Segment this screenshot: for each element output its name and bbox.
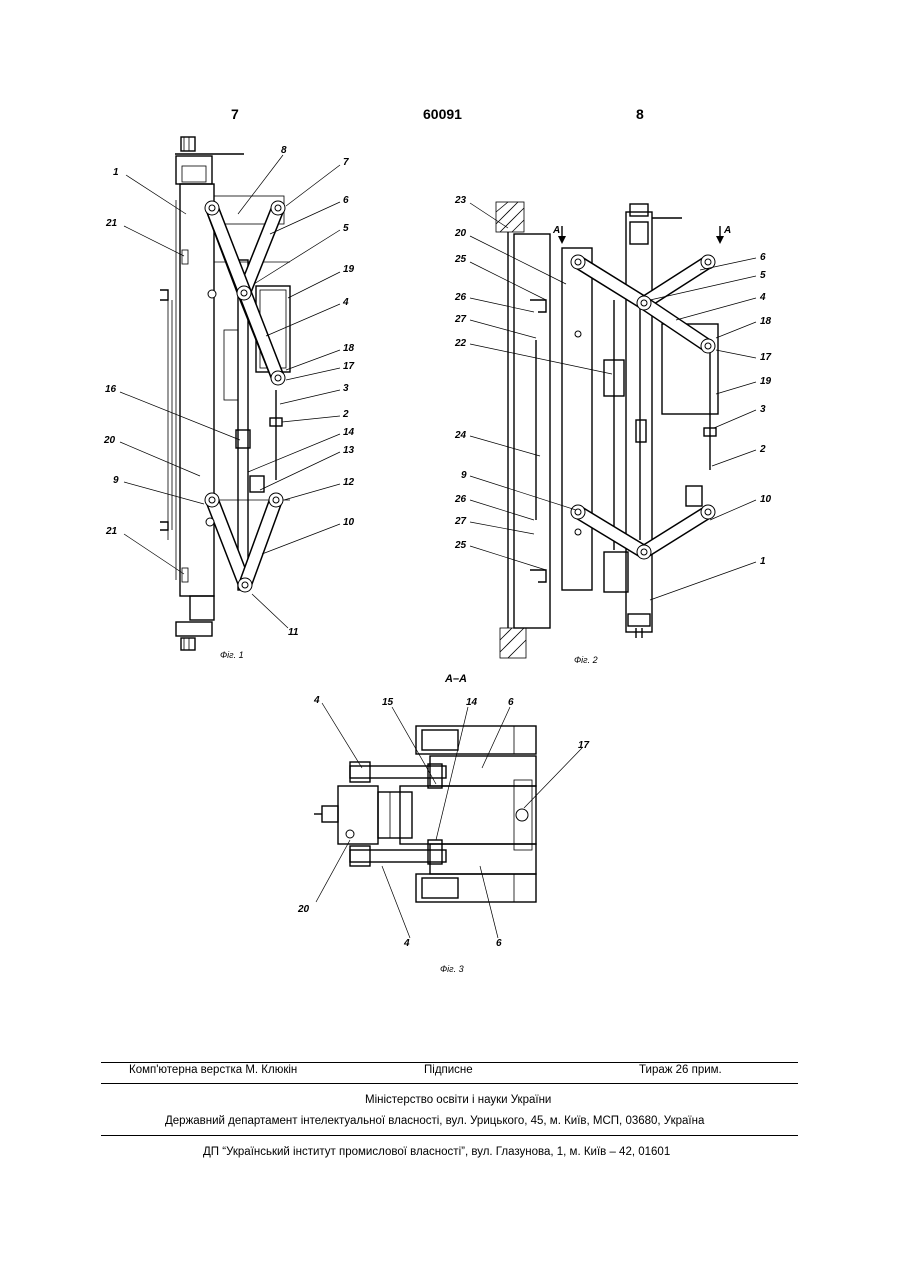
fig1-label: 2 [342, 409, 349, 420]
fig2-label: 19 [760, 376, 772, 387]
fig3-label: 15 [382, 697, 394, 708]
fig3-label: 6 [496, 938, 502, 949]
fig2-label: 6 [760, 252, 766, 263]
fig3-section-title: А–А [444, 673, 467, 685]
fig2-label: 1 [760, 556, 766, 567]
fig2-label: 27 [454, 314, 467, 325]
fig2-label: 4 [759, 292, 766, 303]
fig2-label: 10 [760, 494, 772, 505]
footer-department: Державний департамент інтелектуальної вл… [165, 1115, 704, 1127]
fig2-labels: 23 20 25 26 27 22 24 9 26 27 25 6 5 4 18… [454, 195, 772, 665]
fig2-label: 23 [454, 195, 467, 206]
fig1-label: 1 [113, 167, 119, 178]
fig1-label: 10 [343, 517, 355, 528]
fig1-label: 18 [343, 343, 355, 354]
fig2-caption: Фіг. 2 [574, 655, 598, 665]
fig1-label: 5 [343, 223, 349, 234]
fig2-label: 2 [759, 444, 766, 455]
fig1-label: 16 [105, 384, 117, 395]
fig1-column [180, 184, 214, 596]
fig2-label: 24 [454, 430, 467, 441]
fig2-label: 26 [454, 494, 467, 505]
fig3-leaders [316, 703, 582, 938]
fig1-label: 21 [105, 218, 118, 229]
fig2-section-marker: A [552, 225, 560, 236]
fig1-label: 12 [343, 477, 355, 488]
fig3-labels: 4 15 14 6 17 20 4 6 Фіг. 3 [297, 695, 590, 974]
footer-rule [101, 1062, 798, 1063]
fig1-label: 21 [105, 526, 118, 537]
footer-rule [101, 1135, 798, 1136]
fig1-label: 13 [343, 445, 355, 456]
fig1-label: 3 [343, 383, 349, 394]
fig2-label: 20 [454, 228, 467, 239]
fig3-label: 20 [297, 904, 310, 915]
fig1-label: 7 [343, 157, 349, 168]
fig1-label: 14 [343, 427, 355, 438]
fig1-top-block [181, 137, 195, 151]
fig2-section-marker: A [723, 225, 731, 236]
fig3-label: 14 [466, 697, 478, 708]
fig2-label: 25 [454, 540, 467, 551]
figure-2 [496, 202, 724, 658]
fig1-caption: Фіг. 1 [220, 650, 244, 660]
fig1-label: 11 [288, 627, 299, 638]
fig3-label: 4 [403, 938, 410, 949]
footer-typesetting: Комп'ютерна верстка М. Клюкін [129, 1064, 297, 1076]
figure-3: А–А [314, 673, 536, 902]
fig2-label: 9 [461, 470, 467, 481]
fig2-label: 17 [760, 352, 772, 363]
footer-rule [101, 1083, 798, 1084]
fig1-label: 20 [103, 435, 116, 446]
fig3-label: 17 [578, 740, 590, 751]
footer-institute: ДП “Український інститут промислової вла… [203, 1146, 670, 1158]
fig2-label: 27 [454, 516, 467, 527]
fig1-label: 8 [281, 145, 287, 156]
fig1-label: 17 [343, 361, 355, 372]
fig3-label: 6 [508, 697, 514, 708]
fig2-label: 25 [454, 254, 467, 265]
fig1-labels: 1 21 8 7 6 5 19 4 18 17 3 2 16 14 13 20 … [103, 145, 355, 660]
fig1-label: 6 [343, 195, 349, 206]
fig1-label: 4 [342, 297, 349, 308]
fig2-label: 18 [760, 316, 772, 327]
fig1-label: 19 [343, 264, 355, 275]
footer-signed: Підписне [424, 1064, 473, 1076]
fig3-caption: Фіг. 3 [440, 964, 464, 974]
figure-1 [160, 137, 290, 650]
fig2-label: 3 [760, 404, 766, 415]
fig2-label: 22 [454, 338, 467, 349]
footer-ministry: Міністерство освіти і науки України [365, 1094, 551, 1106]
fig1-label: 9 [113, 475, 119, 486]
fig2-label: 5 [760, 270, 766, 281]
fig3-label: 4 [313, 695, 320, 706]
footer-circulation: Тираж 26 прим. [639, 1064, 722, 1076]
fig2-label: 26 [454, 292, 467, 303]
